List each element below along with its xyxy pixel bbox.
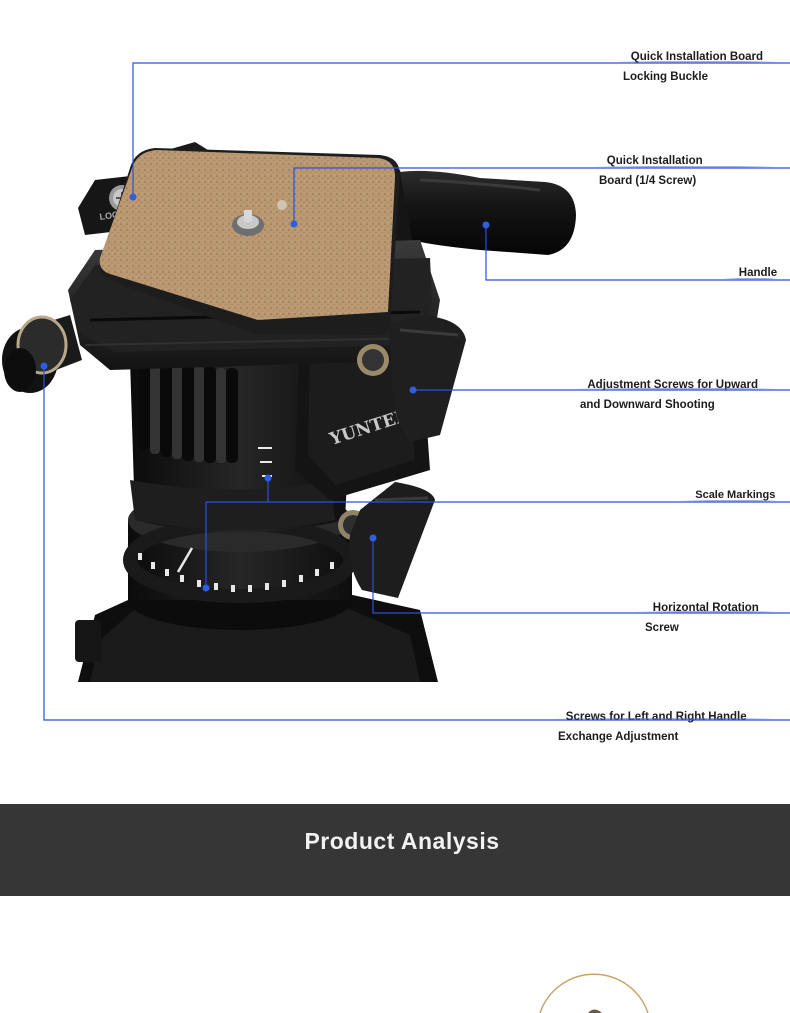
tilt-knob	[357, 315, 466, 442]
label-locking-buckle: Quick Installation Board Locking Buckle	[618, 42, 763, 102]
label-line: Quick Installation Board	[630, 51, 764, 63]
section-title: Product Analysis	[304, 828, 500, 854]
label-line: Quick Installation	[606, 155, 703, 167]
label-underline	[590, 166, 778, 168]
callout-dots	[40, 193, 490, 592]
label-quick-board: Quick Installation Board (1/4 Screw)	[594, 146, 703, 206]
plate-dot	[290, 220, 298, 228]
scale-dot-2	[202, 584, 210, 592]
label-line: Screws for Left and Right Handle	[565, 711, 747, 723]
pan-knob	[338, 482, 435, 598]
label-line: Locking Buckle	[623, 71, 708, 83]
tripod-head-photo: YUNTENG LOCK	[2, 62, 790, 721]
scale-ticks	[138, 547, 334, 592]
label-line: Adjustment Screws for Upward	[587, 379, 758, 391]
label-underline	[549, 718, 778, 720]
label-underline	[722, 278, 778, 280]
label-line: and Downward Shooting	[580, 399, 715, 411]
next-section-preview	[539, 973, 649, 1013]
scale-dot	[264, 474, 272, 482]
label-underline	[636, 611, 778, 613]
label-underline	[571, 388, 778, 390]
section-banner	[0, 804, 790, 896]
label-tilt-screws: Adjustment Screws for Upward and Downwar…	[575, 370, 758, 430]
label-line: Handle	[738, 267, 778, 279]
label-rotation: Horizontal Rotation Screw	[640, 593, 759, 653]
rotation-dot	[369, 534, 377, 542]
label-scale: Scale Markings	[683, 480, 775, 510]
handle-dot	[482, 221, 490, 229]
product-peek	[588, 1009, 602, 1013]
label-underline	[679, 500, 778, 502]
exchange-dot	[40, 362, 48, 370]
label-line: Exchange Adjustment	[558, 731, 679, 743]
label-line: Horizontal Rotation	[652, 602, 759, 614]
tilt-dot	[409, 386, 417, 394]
label-handle: Handle	[726, 258, 777, 288]
label-line: Scale Markings	[695, 489, 776, 501]
label-line: Board (1/4 Screw)	[599, 175, 697, 187]
quick-plate	[99, 148, 400, 335]
left-screw	[2, 315, 82, 393]
callout-lines	[43, 62, 790, 721]
circle-outline	[539, 973, 649, 1013]
label-line: Screw	[645, 622, 679, 634]
buckle-dot	[129, 193, 137, 201]
label-underline	[614, 61, 778, 63]
label-handle-exchange: Screws for Left and Right Handle Exchang…	[553, 702, 747, 762]
